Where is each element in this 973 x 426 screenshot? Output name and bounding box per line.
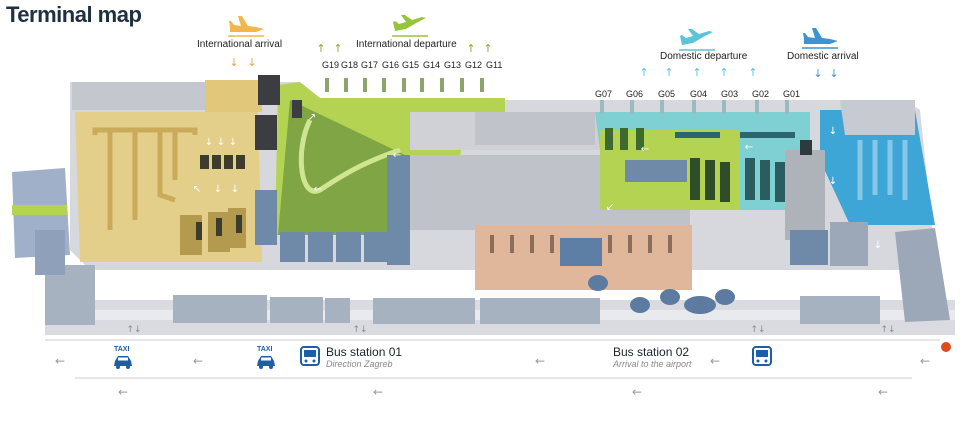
gate-label: G05 bbox=[658, 89, 676, 99]
road-arrow-left: ← bbox=[710, 354, 721, 368]
svg-text:↑: ↑ bbox=[692, 66, 701, 79]
gate-label: G19 bbox=[322, 60, 340, 70]
svg-text:↑: ↑ bbox=[333, 42, 342, 55]
svg-text:↓: ↓ bbox=[813, 67, 822, 80]
svg-text:↓: ↓ bbox=[247, 56, 256, 69]
svg-text:↓: ↓ bbox=[829, 126, 837, 137]
svg-text:↓: ↓ bbox=[829, 67, 838, 80]
svg-text:↑↓: ↑↓ bbox=[126, 325, 141, 335]
gate-label: G06 bbox=[626, 89, 644, 99]
svg-text:↓: ↓ bbox=[229, 137, 237, 148]
svg-text:↓: ↓ bbox=[217, 137, 225, 148]
svg-text:↑: ↑ bbox=[748, 66, 757, 79]
gate-label: G16 bbox=[382, 60, 400, 70]
bus-station-02-title: Bus station 02 bbox=[613, 345, 690, 359]
road-arrow-left: ← bbox=[632, 385, 643, 399]
page-title: Terminal map bbox=[6, 2, 142, 27]
location-marker bbox=[941, 342, 951, 352]
bus-icon bbox=[300, 346, 320, 366]
svg-text:↙: ↙ bbox=[606, 202, 614, 213]
domestic-arrival-plane-icon bbox=[802, 28, 838, 49]
gate-label: G01 bbox=[783, 89, 801, 99]
gate-label: G14 bbox=[423, 60, 441, 70]
international-departure-label: International departure bbox=[356, 39, 457, 50]
gate-label: G03 bbox=[721, 89, 739, 99]
svg-text:↑: ↑ bbox=[483, 42, 492, 55]
road-arrow-left: ← bbox=[193, 354, 204, 368]
bus-icon bbox=[752, 346, 772, 366]
international-departure-plane-icon bbox=[392, 15, 428, 37]
road-arrow-left: ← bbox=[55, 354, 66, 368]
svg-text:←: ← bbox=[393, 150, 401, 161]
road-arrow-left: ← bbox=[920, 354, 931, 368]
taxi-icon: TAXI bbox=[255, 346, 277, 370]
gate-label: G04 bbox=[690, 89, 708, 99]
svg-text:←: ← bbox=[745, 142, 753, 153]
svg-text:↓: ↓ bbox=[829, 176, 837, 187]
gate-label: G07 bbox=[595, 89, 613, 99]
svg-text:↑: ↑ bbox=[664, 66, 673, 79]
bus-station-01-title: Bus station 01 bbox=[326, 345, 403, 359]
svg-text:↖: ↖ bbox=[193, 184, 201, 195]
road-arrow-left: ← bbox=[878, 385, 889, 399]
gate-label: G13 bbox=[444, 60, 462, 70]
svg-text:↓: ↓ bbox=[231, 184, 239, 195]
svg-text:↓: ↓ bbox=[205, 137, 213, 148]
svg-text:↑: ↑ bbox=[316, 42, 325, 55]
svg-text:↓: ↓ bbox=[214, 184, 222, 195]
domestic-arrival-label: Domestic arrival bbox=[787, 51, 859, 62]
svg-text:↑: ↑ bbox=[466, 42, 475, 55]
bus-station-02-subtitle: Arrival to the airport bbox=[613, 359, 692, 369]
svg-text:↑↓: ↑↓ bbox=[880, 325, 895, 335]
gate-label: G12 bbox=[465, 60, 483, 70]
road-arrow-left: ← bbox=[373, 385, 384, 399]
road-arrow-left: ← bbox=[118, 385, 129, 399]
svg-text:←: ← bbox=[314, 184, 322, 195]
gate-label: G15 bbox=[402, 60, 420, 70]
gate-label: G02 bbox=[752, 89, 770, 99]
bus-station-01-subtitle: Direction Zagreb bbox=[326, 359, 393, 369]
gate-label: G17 bbox=[361, 60, 379, 70]
svg-text:↑: ↑ bbox=[719, 66, 728, 79]
road-arrow-left: ← bbox=[535, 354, 546, 368]
svg-text:↑↓: ↑↓ bbox=[750, 325, 765, 335]
svg-text:↑↓: ↑↓ bbox=[352, 325, 367, 335]
domestic-departure-label: Domestic departure bbox=[660, 51, 748, 62]
svg-text:↓: ↓ bbox=[229, 56, 238, 69]
taxi-icon: TAXI bbox=[112, 346, 134, 370]
international-arrival-plane-icon bbox=[228, 16, 264, 37]
gate-label: G18 bbox=[341, 60, 359, 70]
gate-label: G11 bbox=[486, 60, 503, 70]
svg-text:↗: ↗ bbox=[308, 112, 316, 123]
international-arrival-label: International arrival bbox=[197, 39, 283, 50]
domestic-departure-plane-icon bbox=[679, 29, 715, 51]
svg-text:←: ← bbox=[641, 144, 649, 155]
svg-text:↓: ↓ bbox=[874, 240, 882, 251]
svg-text:↑: ↑ bbox=[639, 66, 648, 79]
